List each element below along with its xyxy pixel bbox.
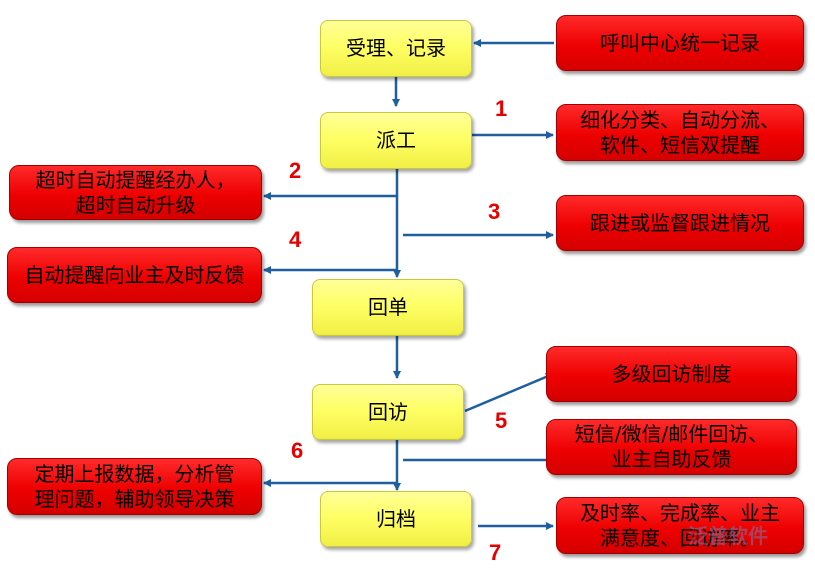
watermark-logo: 泛普软件 xyxy=(688,524,768,548)
arrow-revisit-to-multilevel xyxy=(464,372,554,413)
overtime-note: 超时自动提醒经办人， 超时自动升级 xyxy=(9,165,262,220)
step-number-2: 2 xyxy=(289,158,302,183)
rates-note: 及时率、完成率、业主 满意度、回访率。 xyxy=(556,497,804,554)
step-number-6: 6 xyxy=(291,438,304,463)
revisit-label: 回访 xyxy=(368,399,408,424)
reply-label: 回单 xyxy=(368,295,408,319)
step-number-1: 1 xyxy=(495,96,508,121)
callcenter-note: 呼叫中心统一记录 xyxy=(556,15,804,71)
multilevel-note-text: 多级回访制度 xyxy=(611,361,732,386)
revisit-box: 回访 xyxy=(312,384,464,440)
accept-record-label: 受理、记录 xyxy=(346,36,446,60)
multilevel-note: 多级回访制度 xyxy=(546,346,797,402)
overtime-note-text: 超时自动提醒经办人， 超时自动升级 xyxy=(35,167,236,217)
callcenter-note-text: 呼叫中心统一记录 xyxy=(600,30,760,55)
step-number-3: 3 xyxy=(488,199,501,224)
report-note: 定期上报数据，分析管 理问题，辅助领导决策 xyxy=(7,458,262,515)
track-note: 跟进或监督跟进情况 xyxy=(556,195,804,251)
dispatch-box: 派工 xyxy=(320,112,472,169)
rates-note-text: 及时率、完成率、业主 满意度、回访率。 xyxy=(580,500,780,550)
step-number-7: 7 xyxy=(489,540,502,565)
feedback-note: 自动提醒向业主及时反馈 xyxy=(7,247,262,303)
accept-record-box: 受理、记录 xyxy=(320,20,472,77)
archive-label: 归档 xyxy=(376,506,416,531)
dispatch-label: 派工 xyxy=(376,128,416,152)
archive-box: 归档 xyxy=(320,491,472,547)
reply-box: 回单 xyxy=(312,279,464,336)
step-number-5: 5 xyxy=(495,408,508,433)
track-note-text: 跟进或监督跟进情况 xyxy=(590,210,770,235)
feedback-note-text: 自动提醒向业主及时反馈 xyxy=(24,262,245,287)
report-note-text: 定期上报数据，分析管 理问题，辅助领导决策 xyxy=(34,461,235,511)
channels-note-text: 短信/微信/邮件回访、 业主自助反馈 xyxy=(574,422,769,471)
step-number-4: 4 xyxy=(289,227,302,252)
classify-note: 细化分类、自动分流、 软件、短信双提醒 xyxy=(556,104,804,161)
channels-note: 短信/微信/邮件回访、 业主自助反馈 xyxy=(546,419,797,475)
classify-note-text: 细化分类、自动分流、 软件、短信双提醒 xyxy=(580,107,780,157)
